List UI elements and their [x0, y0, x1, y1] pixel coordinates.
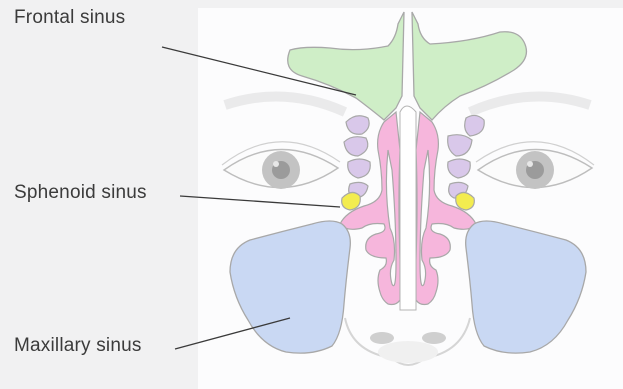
sphenoid-sinus-label: Sphenoid sinus — [14, 182, 147, 204]
frontal-sinus-label: Frontal sinus — [14, 7, 125, 29]
sphenoid-sinus-left — [342, 192, 361, 210]
maxillary-sinus-label: Maxillary sinus — [14, 335, 142, 357]
sphenoid-sinus-right — [456, 192, 475, 210]
nasal-septum — [400, 106, 416, 310]
